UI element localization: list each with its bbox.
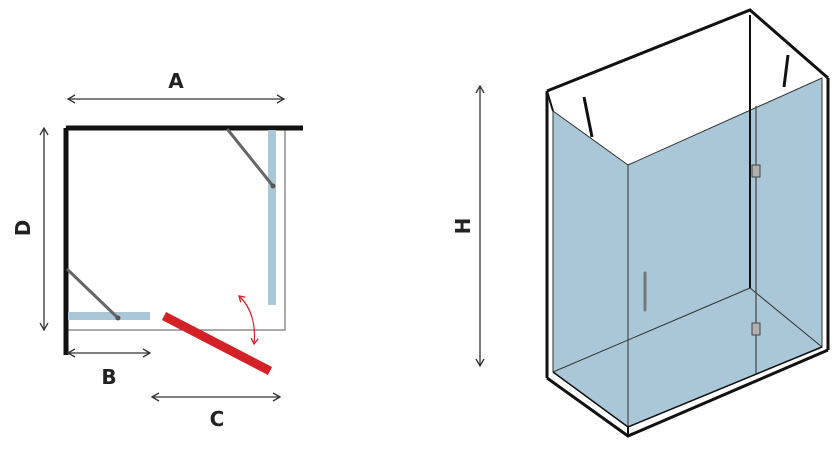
dimension-a-label: A (168, 69, 184, 93)
wall-line (63, 125, 303, 355)
support-arm-joint (115, 315, 121, 321)
plan-view: A D B C (11, 69, 303, 431)
pivot-door (161, 312, 273, 375)
glass-side-panel (268, 130, 276, 305)
dimension-b-label: B (101, 365, 116, 389)
dimension-h-label: H (451, 218, 475, 235)
perspective-view: H (451, 8, 830, 438)
dimension-d-label: D (11, 220, 35, 237)
glass-front-panel-3d (627, 77, 823, 428)
top-frame (546, 8, 829, 93)
support-arm-joint (270, 183, 276, 189)
glass-fixed-panel (68, 312, 150, 320)
door-swing-arrow (239, 296, 254, 344)
hinge-bottom (751, 322, 761, 336)
support-bar-right (782, 54, 790, 88)
dimension-c-label: C (210, 407, 225, 431)
hinge-top (751, 164, 761, 178)
support-bar-left (582, 96, 594, 138)
support-arm-top (226, 128, 275, 188)
support-arm-bottom (66, 268, 120, 320)
